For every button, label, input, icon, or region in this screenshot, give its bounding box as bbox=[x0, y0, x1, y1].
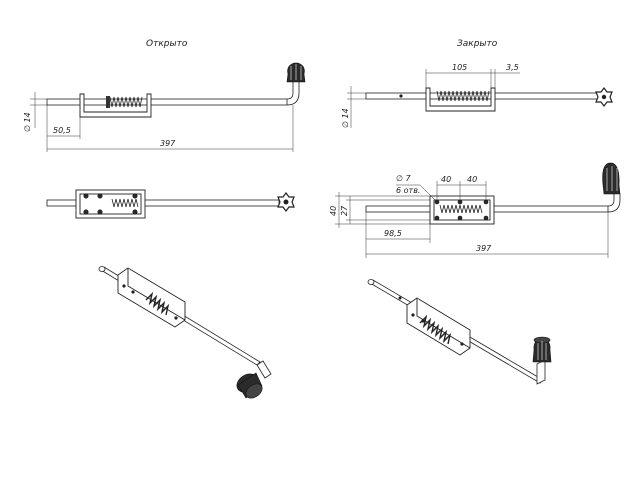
open-iso-knob-icon bbox=[236, 372, 263, 399]
height-2-dim: 27 bbox=[340, 205, 349, 216]
closed-length-dim: 397 bbox=[476, 244, 492, 253]
open-dia-value: 14 bbox=[23, 112, 32, 122]
closed-dia-symbol: ∅ bbox=[341, 121, 350, 128]
height-1-dim: 40 bbox=[329, 206, 338, 216]
open-dia-symbol: ∅ bbox=[23, 125, 32, 132]
open-top-view bbox=[46, 189, 295, 219]
title-closed: Закрыто bbox=[457, 39, 498, 49]
pitch-2-dim: 40 bbox=[467, 175, 477, 184]
closed-spring bbox=[436, 90, 490, 102]
svg-text:∅ 14: ∅ 14 bbox=[341, 108, 350, 128]
svg-text:∅ 14: ∅ 14 bbox=[23, 112, 32, 132]
closed-gap-dim: 3,5 bbox=[506, 63, 519, 72]
open-side-view: ∅ 14 50,5 397 bbox=[23, 62, 306, 152]
open-offset-dim: 50,5 bbox=[53, 126, 71, 135]
open-bracket bbox=[79, 93, 152, 118]
open-isometric-view bbox=[98, 266, 272, 399]
hole-dia-value: 7 bbox=[406, 174, 412, 183]
closed-isometric-view bbox=[367, 279, 552, 385]
title-open: Открыто bbox=[146, 39, 188, 49]
closed-front-knob-icon bbox=[602, 162, 621, 195]
closed-iso-knob-icon bbox=[532, 336, 552, 363]
closed-iso-spring bbox=[419, 314, 452, 345]
closed-side-view: 105 3,5 ∅ 14 bbox=[341, 63, 613, 128]
open-length-dim: 397 bbox=[160, 139, 176, 148]
svg-text:∅ 7: ∅ 7 bbox=[396, 174, 412, 183]
closed-offset-dim: 98,5 bbox=[384, 229, 402, 238]
open-handle-bend bbox=[286, 82, 300, 106]
hole-dia-symbol: ∅ bbox=[396, 174, 403, 183]
pitch-1-dim: 40 bbox=[441, 175, 451, 184]
open-iso-spring bbox=[145, 291, 170, 316]
hole-count-label: 6 отв. bbox=[396, 186, 420, 195]
closed-front-view: ∅ 7 6 отв. 40 40 40 27 98,5 397 bbox=[329, 162, 621, 258]
closed-width-dim: 105 bbox=[452, 63, 467, 72]
open-rod bbox=[46, 98, 288, 106]
open-spring bbox=[109, 96, 143, 108]
closed-dia-value: 14 bbox=[341, 108, 350, 118]
